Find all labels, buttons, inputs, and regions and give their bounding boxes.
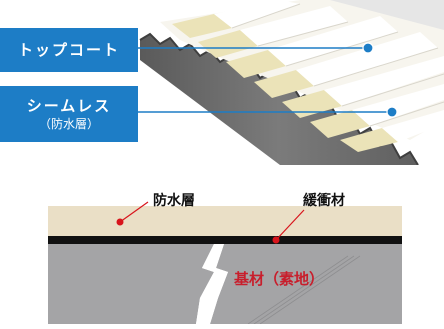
seamless-callout-label: シームレス [26, 96, 112, 115]
topcoat-callout: トップコート [0, 28, 138, 72]
cross-section-diagram [48, 201, 402, 324]
substrate-left [48, 244, 214, 324]
cushion-layer-label: 緩衝材 [303, 193, 345, 209]
callout-lines [138, 42, 398, 118]
substrate-right [210, 244, 402, 324]
topcoat-callout-label: トップコート [17, 41, 120, 59]
cushion-layer [48, 236, 402, 244]
seamless-callout-sublabel: （防水層） [38, 116, 99, 131]
roof-surface [160, 0, 444, 152]
waterproof-layer [48, 206, 402, 236]
substrate-label: 基材（素地） [234, 270, 325, 288]
roof-photo [138, 0, 444, 165]
seamless-marker-dot [386, 106, 398, 118]
waterproof-layer-label: 防水層 [153, 193, 195, 209]
topcoat-marker-dot [362, 42, 374, 54]
seamless-callout: シームレス （防水層） [0, 86, 138, 142]
waterproof-marker-dot [116, 218, 124, 226]
cushion-marker-dot [272, 236, 280, 244]
substrate-grain [247, 255, 361, 324]
